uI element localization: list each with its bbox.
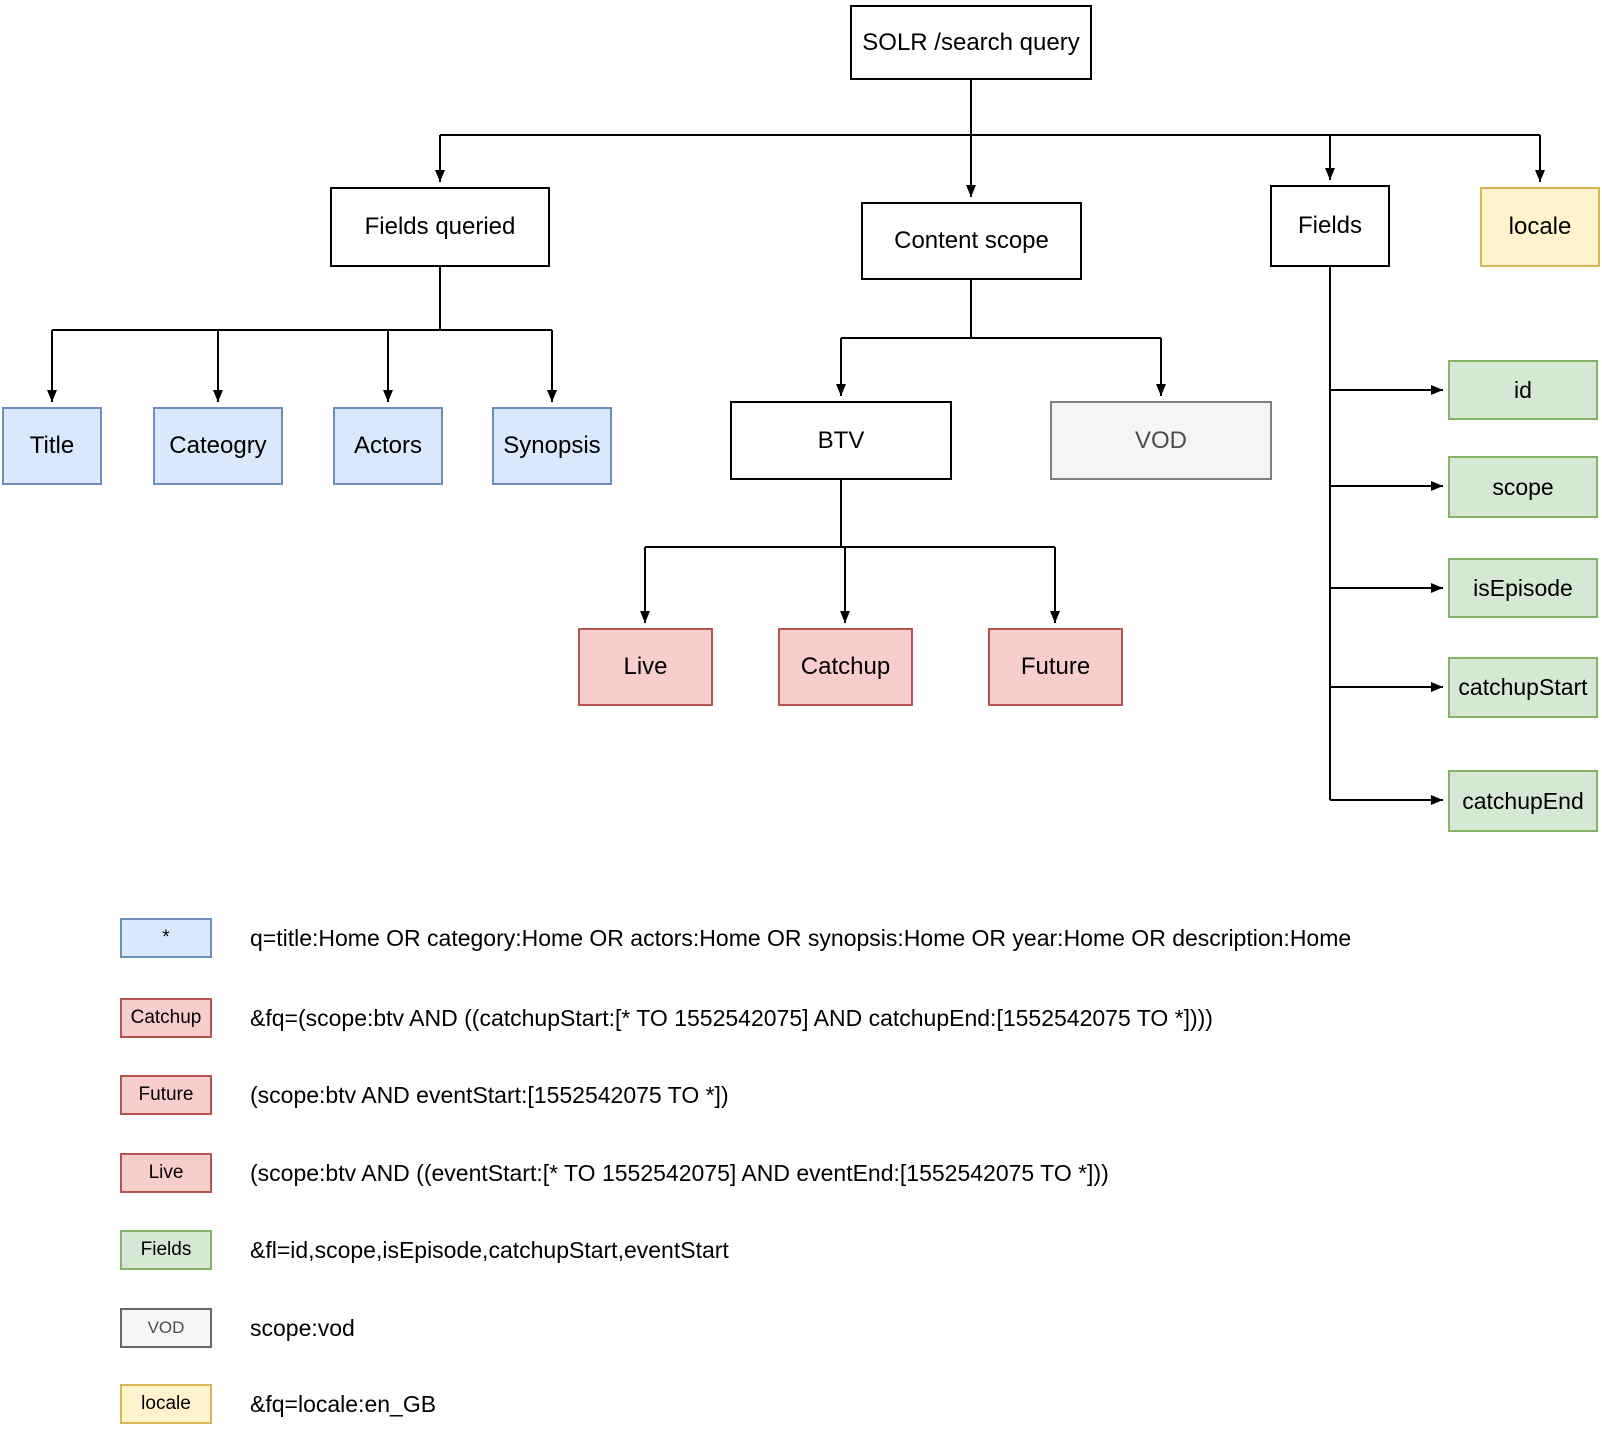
node-vod: VOD: [1050, 401, 1272, 480]
node-solr-search-query: SOLR /search query: [850, 5, 1092, 80]
legend-row-fields: Fields &fl=id,scope,isEpisode,catchupSta…: [120, 1230, 729, 1270]
legend-row-catchup: Catchup &fq=(scope:btv AND ((catchupStar…: [120, 998, 1213, 1038]
node-live: Live: [578, 628, 713, 706]
legend-row-live: Live (scope:btv AND ((eventStart:[* TO 1…: [120, 1153, 1109, 1193]
node-fields-queried: Fields queried: [330, 187, 550, 267]
legend-swatch-live: Live: [120, 1153, 212, 1193]
node-btv: BTV: [730, 401, 952, 480]
legend-description-catchup: &fq=(scope:btv AND ((catchupStart:[* TO …: [250, 1004, 1213, 1031]
node-catchup: Catchup: [778, 628, 913, 706]
legend-description-wildcard: q=title:Home OR category:Home OR actors:…: [250, 924, 1352, 951]
node-actors: Actors: [333, 407, 443, 485]
legend-swatch-fields: Fields: [120, 1230, 212, 1270]
legend-row-locale: locale &fq=locale:en_GB: [120, 1384, 436, 1424]
node-future: Future: [988, 628, 1123, 706]
legend-row-vod: VOD scope:vod: [120, 1308, 355, 1348]
node-locale: locale: [1480, 187, 1600, 267]
legend-row-wildcard: * q=title:Home OR category:Home OR actor…: [120, 918, 1351, 958]
node-synopsis: Synopsis: [492, 407, 612, 485]
legend-description-fields: &fl=id,scope,isEpisode,catchupStart,even…: [250, 1236, 729, 1263]
legend-swatch-locale: locale: [120, 1384, 212, 1424]
node-category: Cateogry: [153, 407, 283, 485]
legend-swatch-future: Future: [120, 1075, 212, 1115]
node-field-scope: scope: [1448, 456, 1598, 518]
legend-swatch-catchup: Catchup: [120, 998, 212, 1038]
node-field-catchupstart: catchupStart: [1448, 657, 1598, 718]
node-field-id: id: [1448, 360, 1598, 420]
legend-description-vod: scope:vod: [250, 1314, 355, 1341]
node-title: Title: [2, 407, 102, 485]
legend-description-locale: &fq=locale:en_GB: [250, 1390, 437, 1417]
node-content-scope: Content scope: [861, 202, 1082, 280]
legend-swatch-vod: VOD: [120, 1308, 212, 1348]
legend-row-future: Future (scope:btv AND eventStart:[155254…: [120, 1075, 729, 1115]
legend-swatch-wildcard: *: [120, 918, 212, 958]
node-field-catchupend: catchupEnd: [1448, 770, 1598, 832]
node-fields: Fields: [1270, 185, 1390, 267]
legend-description-future: (scope:btv AND eventStart:[1552542075 TO…: [250, 1081, 729, 1108]
node-field-isepisode: isEpisode: [1448, 558, 1598, 618]
legend-description-live: (scope:btv AND ((eventStart:[* TO 155254…: [250, 1159, 1109, 1186]
